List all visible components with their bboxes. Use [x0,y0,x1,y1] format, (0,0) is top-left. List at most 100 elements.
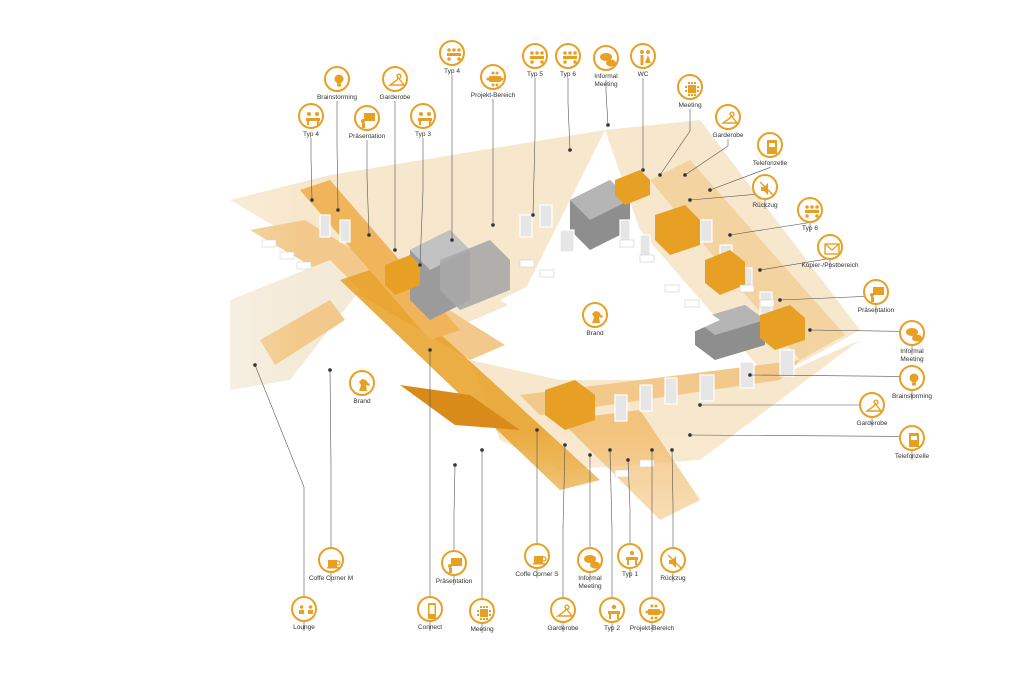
label-typ4-left: Typ 4 [303,131,319,138]
leader-dot-informal-meeting-top [606,123,610,127]
label-typ1: Typ 1 [622,571,638,578]
label-coffe-corner-s: Coffe Corner S [515,571,559,578]
hanger-icon [382,66,408,92]
courtyard-void [500,245,720,370]
phone-connect-icon [417,596,443,622]
gray-service-cores [410,180,765,360]
leader-line-praesentation-top [366,140,370,236]
label-typ4-top: Typ 4 [444,68,460,75]
leader-dot-projekt-bereich-top [491,223,495,227]
label-wc: WC [637,71,649,78]
leader-dot-projekt-bereich-bottom [650,448,654,452]
leader-dot-coffe-corner-s [535,428,539,432]
lightbulb-icon [899,365,925,391]
lounge-chairs-icon [291,596,317,622]
hanger-icon [859,392,885,418]
leader-dot-garderobe-right [683,173,687,177]
project-table-icon [639,597,665,623]
label-brand-left: Brand [353,398,371,405]
label-rueckzug-right: Rückzug [752,202,778,209]
label-garderobe-right-2: Garderobe [856,420,888,427]
leader-dot-typ4-left [310,198,314,202]
label-coffe-corner-m: Coffe Corner M [308,575,354,582]
leader-dot-informal-meeting-bottom [588,453,592,457]
desk-group-icon [797,197,823,223]
leader-dot-typ1 [626,458,630,462]
presentation-board-icon [863,279,889,305]
label-typ6-right: Typ 6 [802,225,818,232]
leader-dot-typ3 [418,263,422,267]
leader-dot-garderobe-top [393,248,397,252]
leader-lines [253,75,913,633]
leader-dot-praesentation-right [778,298,782,302]
leader-dot-telefonzelle-right-2 [688,433,692,437]
leader-dot-typ2 [608,448,612,452]
leader-dot-wc [641,168,645,172]
people-icon [630,43,656,69]
label-brainstorming-right: Brainstorming [891,393,933,400]
label-brainstorming-top: Brainstorming [316,94,358,101]
leader-line-typ6-top [567,78,571,151]
desk-group-icon [439,40,465,66]
leader-dot-typ4-top [450,238,454,242]
label-rueckzug-bottom: Rückzug [660,575,686,582]
leader-dot-kopier-postbereich [758,268,762,272]
label-typ6-top: Typ 6 [560,71,576,78]
leader-dot-praesentation-bottom [453,463,457,467]
desk-group-icon [522,43,548,69]
partition-walls [319,204,795,422]
desk-pair-icon [410,103,436,129]
horse-icon [349,370,375,396]
mute-icon [752,174,778,200]
orange-rooms [385,170,805,430]
leader-dot-telefonzelle-right [708,188,712,192]
speech-bubbles-icon [577,547,603,573]
presentation-board-icon [441,550,467,576]
leader-dot-praesentation-top [367,233,371,237]
leader-line-typ4-left [310,138,313,201]
leader-dot-typ6-right [728,233,732,237]
label-garderobe-bottom: Garderobe [547,625,579,632]
label-typ3: Typ 3 [415,131,431,138]
label-kopier-postbereich: Kopier-/Postbereich [801,262,859,269]
leader-line-brainstorming-top [336,101,339,211]
label-connect: Connect [417,624,443,631]
leader-dot-rueckzug-right [688,198,692,202]
presentation-board-icon [354,105,380,131]
label-praesentation-bottom: Präsentation [435,578,473,585]
leader-dot-rueckzug-bottom [670,448,674,452]
leader-line-typ3 [419,138,424,266]
label-meeting-right: Meeting [678,102,702,109]
leader-dot-meeting-right [658,173,662,177]
leader-dot-brainstorming-right [748,373,752,377]
leader-dot-informal-meeting-right [808,328,812,332]
leader-line-coffe-corner-m [329,369,332,582]
meeting-table-icon [677,74,703,100]
coffee-cup-icon [318,547,344,573]
speech-bubbles-icon [899,320,925,346]
mail-printer-icon [817,234,843,260]
label-garderobe-top: Garderobe [379,94,411,101]
mute-icon [660,547,686,573]
lightbulb-icon [324,66,350,92]
hanger-icon [715,104,741,130]
label-meeting-bottom: Meeting [470,626,494,633]
label-informal-meeting-right: Informal Meeting [900,348,924,363]
leader-dot-garderobe-right-2 [698,403,702,407]
label-telefonzelle-right-2: Telefonzelle [894,453,930,460]
label-praesentation-right: Präsentation [857,307,895,314]
label-informal-meeting-bottom: Informal Meeting [578,575,602,590]
leader-line-garderobe-right [684,139,729,176]
label-garderobe-right: Garderobe [712,132,744,139]
hanger-icon [550,597,576,623]
label-brand-center: Brand [586,330,604,337]
leader-line-typ5 [532,78,536,216]
leader-dot-brainstorming-top [336,208,340,212]
label-telefonzelle-right: Telefonzelle [752,160,788,167]
desk-single-icon [599,597,625,623]
leader-dot-lounge [253,363,257,367]
meeting-table-icon [469,598,495,624]
project-table-icon [480,64,506,90]
fade-bottom [0,430,1010,674]
